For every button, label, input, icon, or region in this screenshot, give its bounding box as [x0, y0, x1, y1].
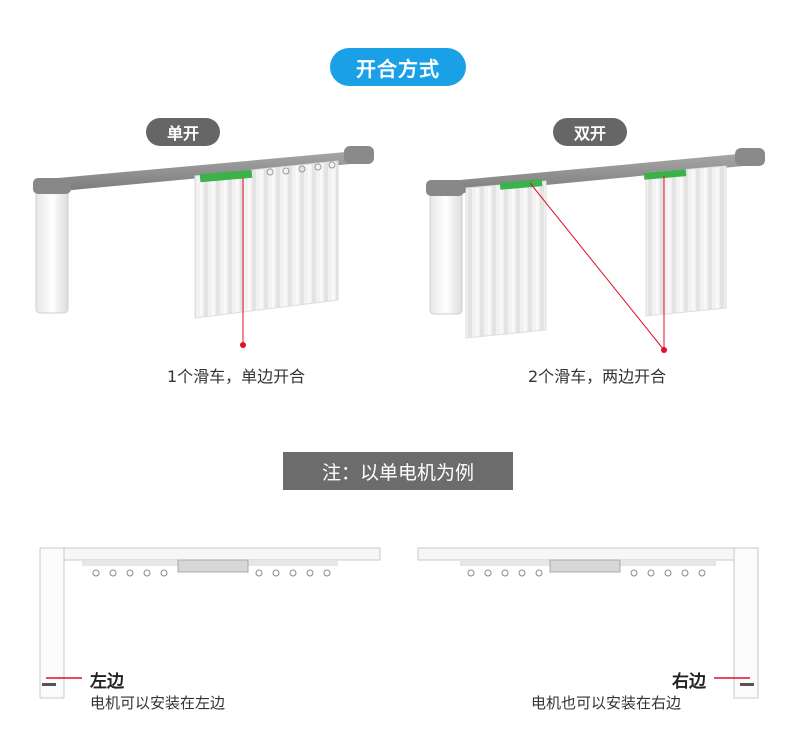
double-open-illustration: [426, 148, 765, 353]
single-open-illustration: [33, 146, 374, 348]
single-open-caption: 1个滑车，单边开合: [167, 367, 306, 386]
right-side-description: 电机也可以安装在右边: [531, 694, 682, 712]
carriage: [177, 559, 249, 573]
rail-end-cap-left: [33, 178, 71, 194]
motor-led: [42, 683, 56, 686]
motor-led: [740, 683, 754, 686]
carriage: [199, 169, 253, 183]
rail-top: [39, 547, 381, 561]
track-rings: [92, 569, 331, 577]
pointer-dot: [661, 347, 667, 353]
opening-mode-title: 开合方式: [330, 48, 466, 86]
curtain: [194, 160, 339, 319]
left-side-title: 左边: [90, 672, 124, 692]
note-banner: 注：以单电机为例: [283, 452, 513, 490]
curtain-right: [645, 165, 727, 317]
right-side-title: 右边: [672, 672, 706, 692]
curtain-left: [465, 180, 547, 339]
rail-top: [417, 547, 759, 561]
carriage-left: [499, 179, 543, 190]
rail-end-cap-right: [344, 146, 374, 164]
motor: [35, 184, 69, 314]
rail-end-cap-left: [426, 180, 464, 196]
rail-end-cap-right: [735, 148, 765, 166]
double-open-label: 双开: [553, 118, 627, 146]
motor: [429, 187, 463, 315]
double-open-caption: 2个滑车，两边开合: [528, 367, 667, 386]
pointer-line-left: [529, 182, 665, 351]
motor-vertical: [733, 547, 759, 699]
single-open-label: 单开: [146, 118, 220, 146]
carriage-right: [643, 169, 687, 180]
curtain-rings: [266, 161, 336, 176]
left-mount-illustration: [39, 547, 381, 699]
motor-vertical: [39, 547, 65, 699]
rail: [36, 150, 372, 193]
pointer-dot: [240, 342, 246, 348]
carriage: [549, 559, 621, 573]
right-mount-illustration: [417, 547, 759, 699]
left-side-description: 电机可以安装在左边: [90, 694, 226, 712]
track-rings: [467, 569, 706, 577]
